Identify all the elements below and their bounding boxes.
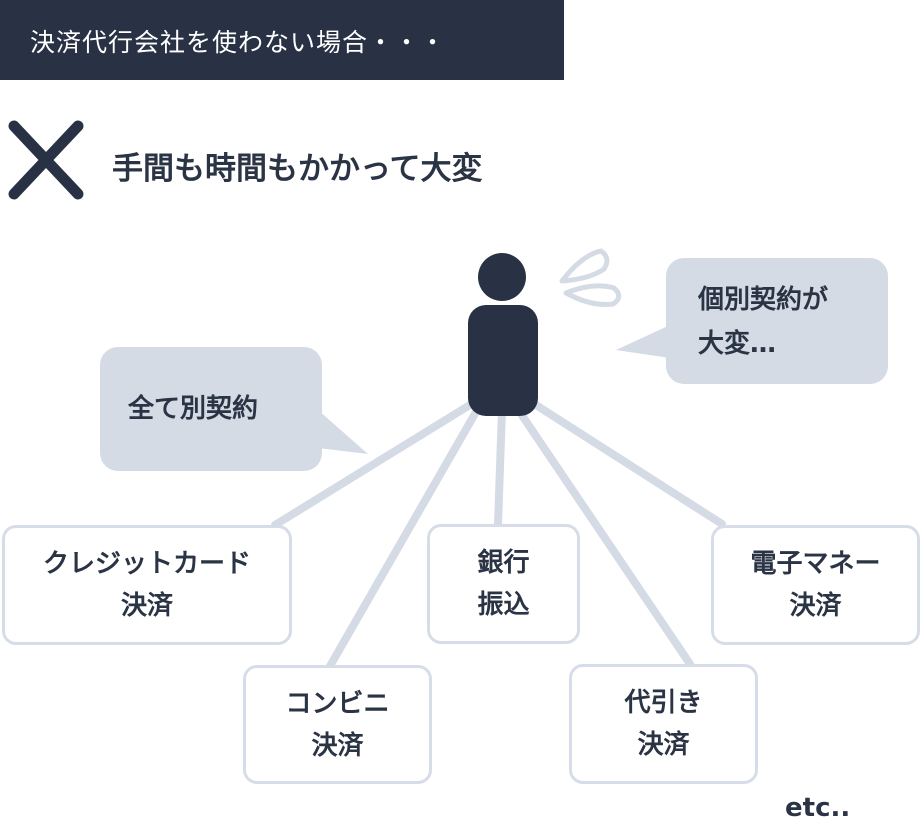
speech-bubble-left-text: 全て別契約: [128, 394, 259, 424]
connector-credit: [271, 396, 482, 529]
etc-label: etc..: [785, 793, 851, 823]
speech-bubble-left: [100, 347, 368, 471]
header-bar: 決済代行会社を使わない場合・・・: [0, 0, 564, 80]
person-icon: [468, 253, 538, 416]
speech-bubble-right-line1: 個別契約が: [698, 285, 829, 315]
sweat-drop-2: [563, 283, 622, 307]
node-label: 銀行: [477, 548, 530, 578]
sweat-icon: [559, 248, 622, 307]
connector-emoney: [521, 394, 726, 528]
node-label: コンビニ: [285, 688, 390, 719]
speech-bubble-right-line2: 大変…: [698, 329, 777, 359]
connector-bank: [494, 406, 506, 528]
person-head: [478, 253, 526, 301]
node-label: 決済: [637, 730, 690, 760]
header-title: 決済代行会社を使わない場合・・・: [30, 28, 447, 57]
connector-cod: [511, 401, 694, 668]
node-label: 振込: [477, 590, 530, 620]
node-label: 決済: [789, 591, 842, 621]
node-label: 電子マネー: [750, 549, 881, 579]
node-label: 決済: [311, 730, 364, 761]
node-convenience-store: コンビニ 決済: [243, 665, 432, 784]
cross-icon: [8, 120, 84, 200]
sweat-drop-1: [559, 248, 610, 284]
node-credit-card: クレジットカード 決済: [2, 525, 292, 645]
speech-bubble-right: [616, 258, 888, 384]
person-body: [468, 305, 538, 416]
node-label: 決済: [120, 591, 173, 621]
node-cash-on-delivery: 代引き 決済: [569, 664, 758, 784]
verdict-text: 手間も時間もかかって大変: [112, 151, 483, 187]
connector-lines: [271, 394, 726, 670]
node-label: 代引き: [624, 688, 703, 718]
node-e-money: 電子マネー 決済: [711, 525, 920, 645]
node-bank-transfer: 銀行 振込: [427, 524, 580, 644]
connector-convenience: [326, 401, 484, 670]
node-label: クレジットカード: [42, 549, 251, 579]
